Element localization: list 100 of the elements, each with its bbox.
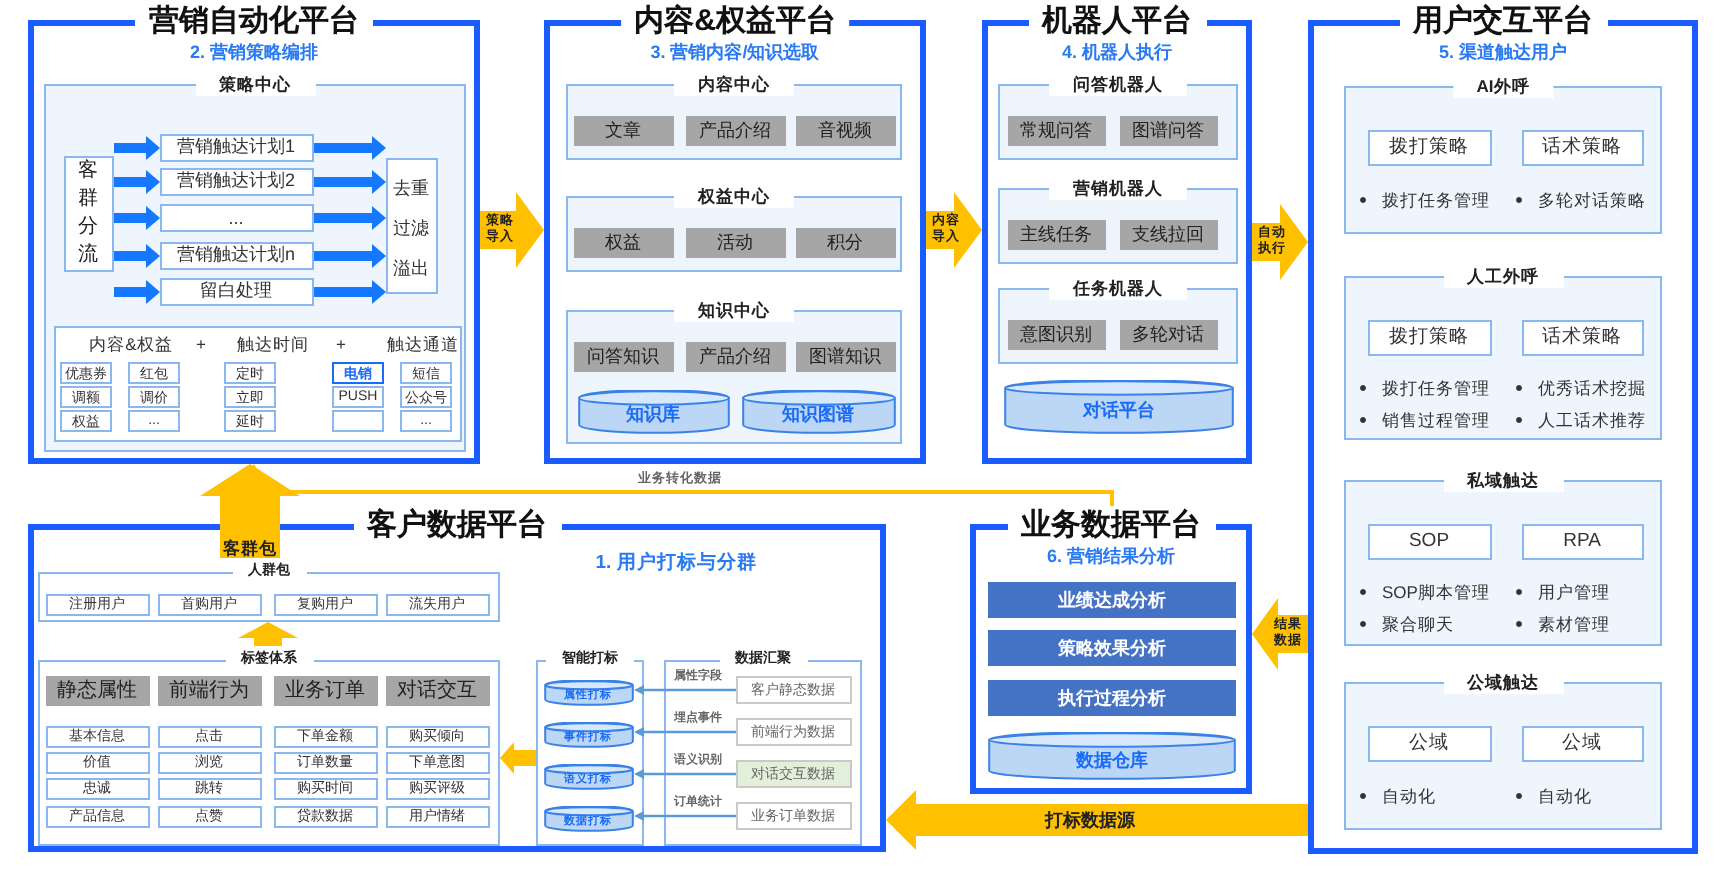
arrow: [314, 170, 386, 194]
strategy-box: SOP: [1367, 523, 1491, 559]
bullet-item: 素材管理: [1514, 612, 1610, 636]
category-box: 支线拉回: [1119, 219, 1217, 249]
database-cylinder: 知识图谱: [741, 389, 895, 433]
edge-label: 客群包: [221, 538, 279, 558]
analysis-bar: 策略效果分析: [988, 630, 1236, 666]
step-title: 1. 用户打标与分群: [595, 552, 757, 576]
option-panel: [53, 325, 461, 441]
arrow: [1252, 204, 1308, 280]
column-header: 内容&权益: [89, 331, 173, 355]
bullet-item: SOP脚本管理: [1358, 580, 1490, 604]
database-cylinder: 知识库: [577, 389, 729, 433]
group-title: 权益中心: [674, 184, 794, 208]
category-box: 积分: [795, 227, 895, 257]
plus-sign: +: [336, 331, 346, 355]
category-box: 音视频: [795, 115, 895, 145]
arrow: [634, 769, 736, 779]
group-title: 策略中心: [195, 72, 315, 96]
strategy-box: RPA: [1521, 523, 1643, 559]
strategy-box: 公域: [1367, 725, 1491, 761]
bullet-item: 拨打任务管理: [1358, 188, 1490, 212]
arrow: [114, 136, 160, 160]
category-box: 权益: [573, 227, 673, 257]
arrow: [634, 685, 736, 695]
action-label: 溢出: [393, 255, 429, 279]
edge-label: 打标数据源: [1043, 809, 1137, 831]
arrow: [926, 192, 982, 268]
plan-box: 营销触达计划n: [159, 241, 313, 269]
bullet-item: 聚合聊天: [1358, 612, 1454, 636]
bullet-item: 用户管理: [1514, 580, 1610, 604]
category-box: 业务订单: [273, 675, 377, 705]
arrow: [634, 811, 736, 821]
group-title: 私域触达: [1443, 468, 1563, 492]
analysis-bar: 业绩达成分析: [988, 582, 1236, 618]
action-label: 过滤: [393, 215, 429, 239]
category-box: 问答知识: [573, 341, 673, 371]
strategy-box: 拨打策略: [1367, 319, 1491, 355]
step-title: 4. 机器人执行: [1062, 40, 1172, 64]
analysis-bar: 执行过程分析: [988, 680, 1236, 716]
group-title: 问答机器人: [1049, 72, 1187, 96]
category-box: 图谱知识: [795, 341, 895, 371]
bullet-item: 拨打任务管理: [1358, 376, 1490, 400]
category-box: 产品介绍: [685, 115, 785, 145]
arrow: [500, 742, 536, 774]
plan-box: 营销触达计划1: [159, 133, 313, 161]
strategy-box: 话术策略: [1521, 319, 1643, 355]
platform-title: 用户交互平台: [1399, 4, 1607, 38]
group-title: 知识中心: [674, 298, 794, 322]
arrow: [314, 206, 386, 230]
platform-title: 机器人平台: [1028, 4, 1206, 38]
group-title: 公域触达: [1443, 670, 1563, 694]
plan-box: 营销触达计划2: [159, 167, 313, 195]
arrow: [1252, 598, 1308, 670]
category-box: 图谱问答: [1119, 115, 1217, 145]
bullet-item: 多轮对话策略: [1514, 188, 1646, 212]
database-cylinder: 数据仓库: [988, 732, 1236, 780]
bullet-item: 优秀话术挖掘: [1514, 376, 1646, 400]
category-box: 对话交互: [385, 675, 489, 705]
step-title: 3. 营销内容/知识选取: [650, 40, 820, 64]
category-box: 主线任务: [1007, 219, 1105, 249]
database-cylinder: 对话平台: [1004, 380, 1234, 434]
category-box: 产品介绍: [685, 341, 785, 371]
platform-title: 业务数据平台: [1007, 508, 1215, 542]
arrow: [114, 280, 160, 304]
category-box: 文章: [573, 115, 673, 145]
category-box: 意图识别: [1007, 319, 1105, 349]
action-box: [385, 157, 437, 293]
plan-box: 留白处理: [159, 277, 313, 305]
strategy-box: 公域: [1521, 725, 1643, 761]
group-title: 营销机器人: [1049, 176, 1187, 200]
item-box: [332, 410, 384, 432]
bullet-item: 自动化: [1358, 784, 1436, 808]
plus-sign: +: [196, 331, 206, 355]
arrow: [314, 280, 386, 304]
segment-box: 客群分流: [63, 155, 113, 271]
step-title: 2. 营销策略编排: [190, 40, 318, 64]
platform-title: 营销自动化平台: [135, 4, 373, 38]
platform-title: 客户数据平台: [353, 508, 561, 542]
platform-title: 内容&权益平台: [620, 4, 850, 38]
arrow: [480, 192, 544, 268]
group-title: 任务机器人: [1049, 276, 1187, 300]
column-header: 触达时间: [237, 331, 309, 355]
group-title: AI外呼: [1452, 74, 1554, 98]
plan-box: ...: [159, 203, 313, 231]
category-box: 多轮对话: [1119, 319, 1217, 349]
bullet-item: 人工话术推荐: [1514, 408, 1646, 432]
arrow: [886, 790, 1308, 850]
strategy-box: 话术策略: [1521, 129, 1643, 165]
arrow: [114, 244, 160, 268]
category-box: 活动: [685, 227, 785, 257]
bullet-item: 自动化: [1514, 784, 1592, 808]
group-title: 人工外呼: [1443, 264, 1563, 288]
column-header: 触达通道: [387, 331, 459, 355]
bullet-item: 销售过程管理: [1358, 408, 1490, 432]
arrow: [314, 136, 386, 160]
step-title: 5. 渠道触达用户: [1439, 40, 1567, 64]
arrow: [314, 244, 386, 268]
arrow: [114, 170, 160, 194]
step-title: 6. 营销结果分析: [1047, 544, 1175, 568]
